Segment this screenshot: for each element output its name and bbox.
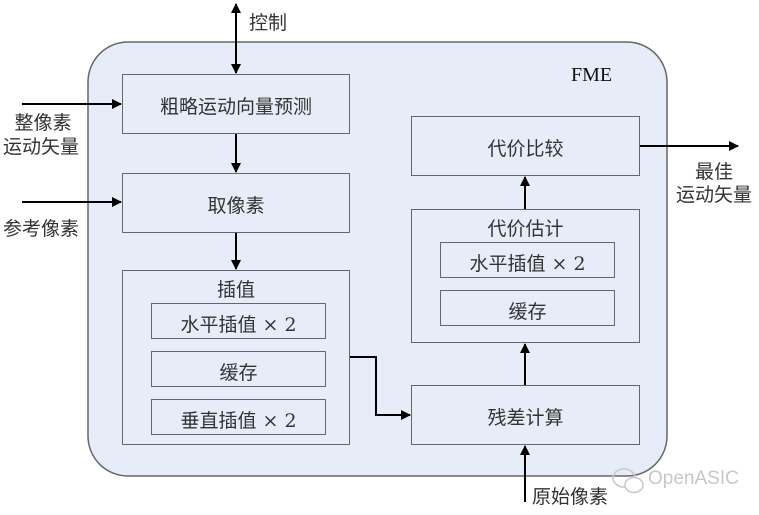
control-label: 控制: [249, 12, 288, 34]
fetch-pixels-block: 取像素: [122, 173, 350, 233]
cost-compare-label: 代价比较: [487, 138, 564, 160]
module-label: FME: [571, 64, 613, 86]
cost-buffer-block: 缓存: [440, 290, 615, 326]
interp-h-label: 水平插值 × 2: [180, 314, 297, 336]
interp-buffer-label: 缓存: [219, 362, 258, 384]
integer-mv-label-line1: 整像素: [14, 112, 72, 134]
interp-title: 插值: [216, 279, 255, 301]
coarse-mv-predict-label: 粗略运动向量预测: [159, 96, 312, 118]
interp-v-block: 垂直插值 × 2: [151, 399, 326, 435]
interp-to-residual-arrow: [350, 356, 411, 420]
best-mv-label-line2: 运动矢量: [675, 184, 752, 206]
fetch-pixels-label: 取像素: [207, 195, 265, 217]
cost-h-block: 水平插值 × 2: [440, 242, 615, 278]
watermark-text: OpenASIC: [648, 468, 739, 489]
integer-mv-label-line2: 运动矢量: [2, 136, 79, 158]
cost-estimate-title: 代价估计: [487, 218, 564, 240]
cost-compare-block: 代价比较: [411, 116, 640, 176]
cost-h-label: 水平插值 × 2: [469, 253, 586, 275]
coarse-mv-predict-block: 粗略运动向量预测: [122, 74, 350, 134]
orig-pixels-label: 原始像素: [532, 486, 609, 508]
interp-v-label: 垂直插值 × 2: [180, 410, 297, 432]
ref-pixels-label: 参考像素: [2, 218, 79, 240]
residual-calc-label: 残差计算: [487, 407, 564, 429]
cost-buffer-label: 缓存: [508, 301, 547, 323]
interp-h-block: 水平插值 × 2: [151, 303, 326, 339]
residual-calc-block: 残差计算: [411, 385, 640, 445]
best-mv-label-line1: 最佳: [694, 161, 733, 183]
interp-buffer-block: 缓存: [151, 351, 326, 387]
